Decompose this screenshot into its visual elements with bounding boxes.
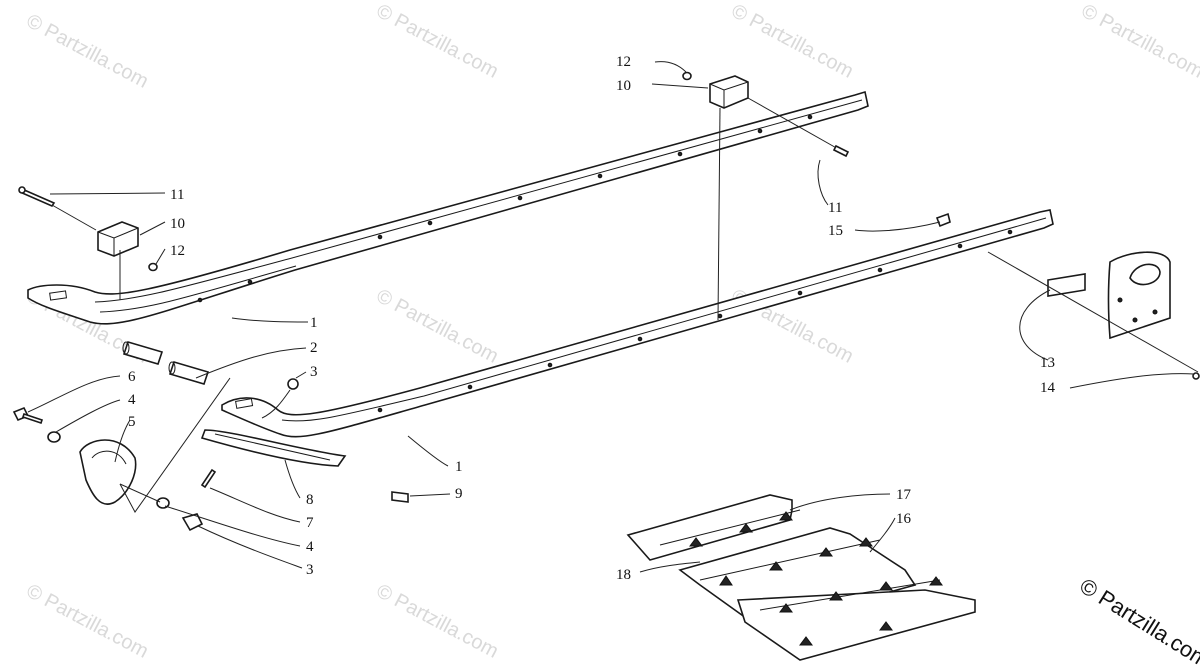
watermark-text: © Partzilla.com	[23, 580, 152, 663]
callout-15: 15	[828, 223, 843, 239]
watermark-text: © Partzilla.com	[373, 285, 502, 368]
callout-11: 11	[170, 187, 184, 203]
callout-18: 18	[616, 567, 631, 583]
callout-10: 10	[170, 216, 185, 232]
watermark-layer: © Partzilla.com © Partzilla.com © Partzi…	[23, 0, 1200, 663]
watermark-text: © Partzilla.com	[373, 580, 502, 663]
leader-lines	[27, 61, 1195, 573]
callout-12: 12	[170, 243, 185, 259]
track-section	[626, 494, 976, 661]
callout-9: 9	[455, 486, 463, 502]
watermark-text: © Partzilla.com	[728, 0, 857, 83]
rear-bracket	[935, 212, 1200, 380]
copyright-notice: © Partzilla.com	[1075, 573, 1200, 668]
stopper-block-top	[682, 71, 850, 158]
callout-12: 12	[616, 54, 631, 70]
watermark-text: © Partzilla.com	[23, 10, 152, 93]
callout-17: 17	[896, 487, 912, 503]
callout-5: 5	[128, 414, 136, 430]
callout-1: 1	[310, 315, 318, 331]
callout-7: 7	[306, 515, 314, 531]
spacer-tubes	[122, 341, 210, 385]
callout-4: 4	[306, 539, 314, 555]
slide-rail-upper	[27, 90, 869, 325]
callout-4: 4	[128, 392, 136, 408]
slide-rail-lower	[221, 209, 1054, 438]
callout-labels: 12 10 11 10 12 11 15 1 2 3 6 4 5 1 9 8 7…	[128, 54, 1056, 583]
watermark-text: © Partzilla.com	[1078, 0, 1200, 83]
callout-11: 11	[828, 200, 842, 216]
bumper-shoe	[12, 406, 204, 532]
callout-3: 3	[310, 364, 318, 380]
stopper-block-left	[18, 186, 158, 272]
callout-1: 1	[455, 459, 463, 475]
watermark-text: © Partzilla.com	[373, 0, 502, 83]
callout-10: 10	[616, 78, 631, 94]
wear-strip	[200, 378, 409, 503]
callout-3: 3	[306, 562, 314, 578]
callout-13: 13	[1040, 355, 1055, 371]
callout-6: 6	[128, 369, 136, 385]
callout-2: 2	[310, 340, 318, 356]
callout-16: 16	[896, 511, 912, 527]
callout-14: 14	[1040, 380, 1056, 396]
callout-8: 8	[306, 492, 314, 508]
